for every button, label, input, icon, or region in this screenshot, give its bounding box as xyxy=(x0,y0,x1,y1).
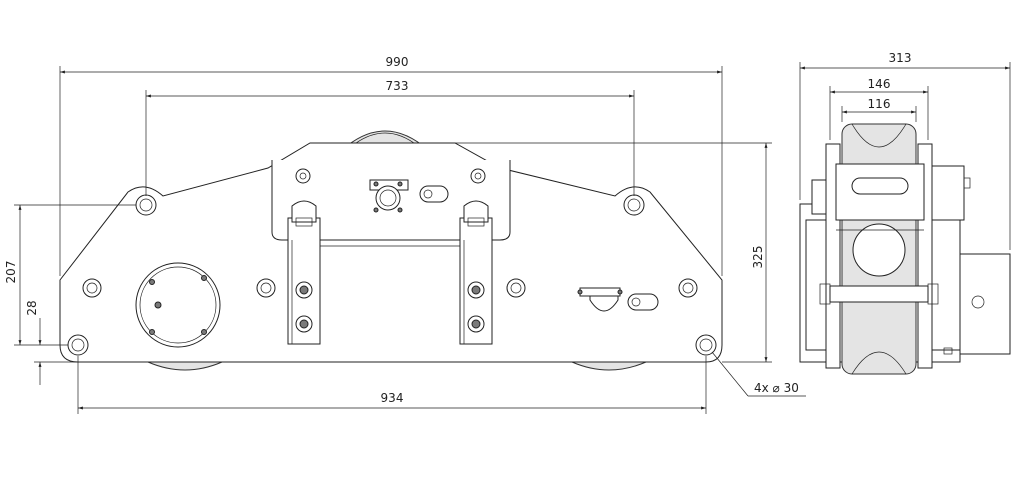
hole-top-left xyxy=(135,194,157,216)
dim-28: 28 xyxy=(25,300,39,315)
sensor-bracket xyxy=(589,295,619,312)
bracket-bolt-left xyxy=(295,168,311,184)
dim-207: 207 xyxy=(4,261,18,284)
dimensions: 990 733 934 325 207 28 4x ⌀ 30 xyxy=(4,51,1011,414)
connector xyxy=(375,185,401,211)
arm-right xyxy=(459,200,493,345)
dim-325: 325 xyxy=(751,246,765,269)
dim-990: 990 xyxy=(386,55,409,69)
dim-733: 733 xyxy=(386,79,409,93)
hole-bottom-right xyxy=(695,334,717,356)
bottom-wheel-right xyxy=(571,361,647,371)
arm-left xyxy=(287,200,321,345)
dim-313: 313 xyxy=(889,51,912,65)
round-cover xyxy=(135,262,221,348)
dim-146: 146 xyxy=(868,77,891,91)
motor-housing xyxy=(959,253,1011,355)
hole-bottom-left xyxy=(67,334,89,356)
dim-934: 934 xyxy=(381,391,404,405)
hole-note: 4x ⌀ 30 xyxy=(754,381,799,395)
side-view xyxy=(799,123,1011,375)
bottom-wheel-left xyxy=(147,361,223,371)
bracket-bolt-right xyxy=(470,168,486,184)
hole-top-right xyxy=(623,194,645,216)
front-view xyxy=(59,130,723,371)
dim-116: 116 xyxy=(868,97,891,111)
